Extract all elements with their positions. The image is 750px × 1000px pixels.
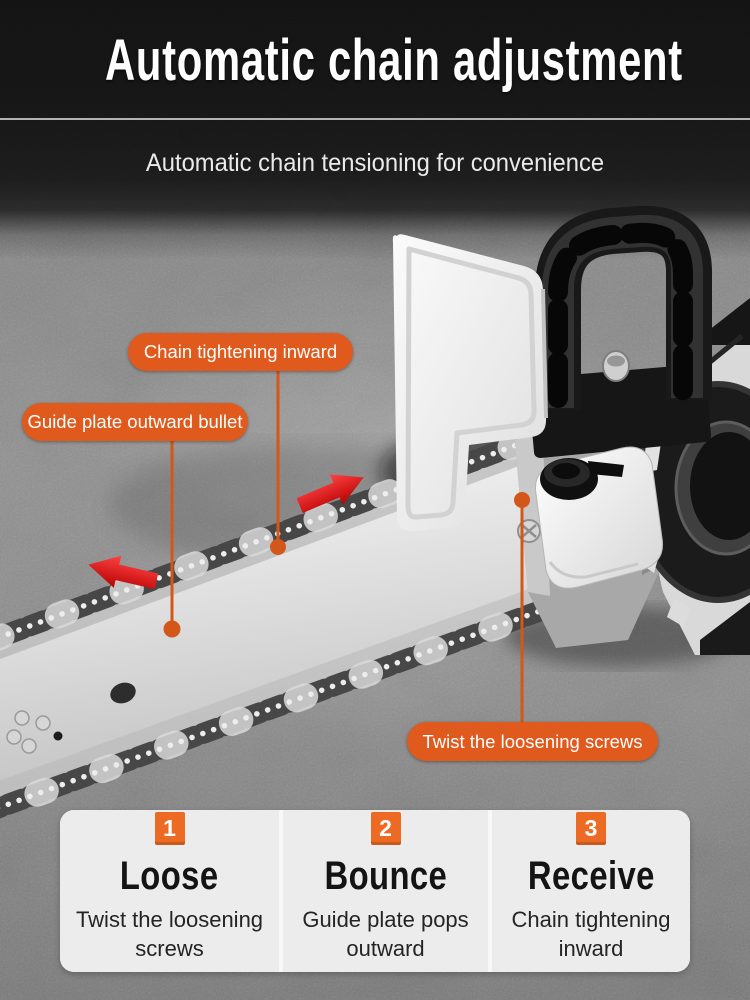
bar-slot-hole — [110, 682, 136, 704]
bar-rivets — [6, 710, 51, 754]
callout-chain-tightening: Chain tightening inward — [128, 333, 353, 371]
step-1: 1 Loose Twist the loosening screws — [60, 810, 279, 972]
step-3-desc-line2: inward — [558, 936, 624, 962]
step-2: 2 Bounce Guide plate pops outward — [283, 810, 488, 972]
hand-guard — [392, 234, 548, 532]
step-3-title: Receive — [527, 854, 655, 898]
page-title: Automatic chain adjustment — [105, 28, 683, 93]
callout-loosening-screws: Twist the loosening screws — [407, 722, 658, 761]
step-2-desc-line1: Guide plate pops — [302, 907, 469, 932]
steps-panel: 1 Loose Twist the loosening screws 2 Bou… — [60, 810, 690, 972]
red-arrows — [88, 474, 364, 590]
step-2-title: Bounce — [324, 854, 447, 898]
separator-line — [0, 118, 750, 120]
step-2-desc-line2: outward — [346, 936, 425, 962]
step-2-number-badge: 2 — [370, 812, 401, 845]
step-1-number-badge: 1 — [154, 812, 185, 845]
step-3-desc-line1: Chain tightening — [511, 907, 671, 932]
callout-connectors — [163, 370, 530, 724]
step-3: 3 Receive Chain tightening inward — [492, 810, 690, 972]
top-handle — [528, 205, 712, 458]
step-3-number-badge: 3 — [576, 812, 606, 845]
step-1-title: Loose — [120, 854, 219, 898]
arrow-right-icon — [296, 474, 364, 514]
arrow-left-icon — [88, 555, 159, 590]
step-1-desc-line2: screws — [135, 936, 204, 962]
page-subtitle: Automatic chain tensioning for convenien… — [145, 149, 605, 177]
step-1-desc-line1: Twist the loosening — [75, 907, 264, 932]
step-3-description: Chain tightening inward — [511, 905, 670, 964]
oil-tank — [534, 446, 664, 589]
callout-guide-plate: Guide plate outward bullet — [22, 403, 248, 441]
step-1-description: Twist the loosening screws — [76, 905, 263, 964]
step-2-description: Guide plate pops outward — [302, 905, 468, 964]
